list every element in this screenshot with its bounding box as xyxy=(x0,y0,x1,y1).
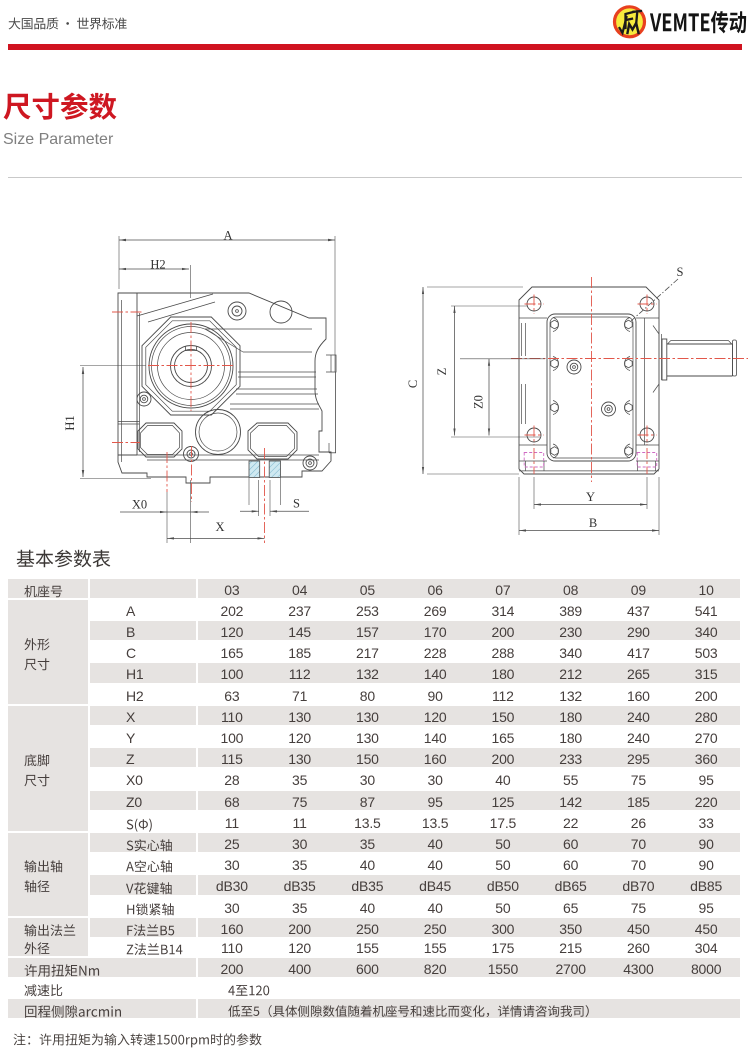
svg-text:B: B xyxy=(589,516,597,530)
svg-text:S: S xyxy=(293,497,300,511)
svg-text:H2: H2 xyxy=(150,257,165,271)
svg-text:H1: H1 xyxy=(63,415,77,430)
svg-text:X: X xyxy=(215,520,224,534)
svg-text:X0: X0 xyxy=(132,498,147,512)
svg-text:C: C xyxy=(406,380,420,388)
svg-text:S: S xyxy=(677,265,684,279)
svg-text:A: A xyxy=(223,228,232,242)
svg-text:Y: Y xyxy=(586,490,595,504)
svg-text:Z0: Z0 xyxy=(472,395,486,409)
svg-text:Z: Z xyxy=(435,368,449,376)
